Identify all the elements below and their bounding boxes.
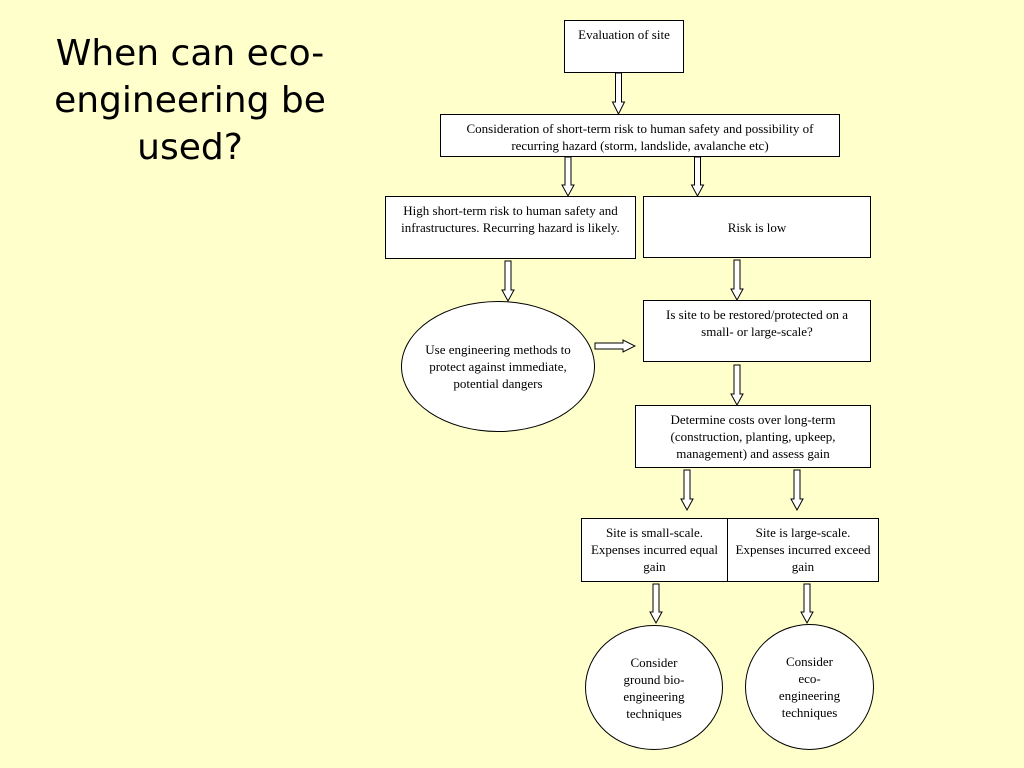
scale-question-text: Is site to be restored/protected on a sm… bbox=[666, 307, 848, 339]
consideration-text: Consideration of short-term risk to huma… bbox=[466, 121, 814, 153]
high-risk-text: High short-term risk to human safety and… bbox=[401, 203, 620, 235]
evaluation-of-site-box: Evaluation of site bbox=[564, 20, 684, 73]
determine-costs-text: Determine costs over long-term (construc… bbox=[670, 412, 836, 461]
use-engineering-text: Use engineering methods to protect again… bbox=[425, 342, 571, 391]
ground-bio-engineering-circle: Consider ground bio-engineering techniqu… bbox=[585, 625, 723, 750]
page-title: When can eco-engineering be used? bbox=[54, 33, 326, 168]
determine-costs-box: Determine costs over long-term (construc… bbox=[635, 405, 871, 468]
arrow-down-icon bbox=[501, 260, 515, 303]
consideration-box: Consideration of short-term risk to huma… bbox=[440, 114, 840, 157]
arrow-right-icon bbox=[594, 339, 637, 353]
evaluation-of-site-text: Evaluation of site bbox=[578, 27, 670, 42]
large-scale-box: Site is large-scale. Expenses incurred e… bbox=[727, 518, 879, 582]
eco-engineering-circle: Consider eco-engineering techniques bbox=[745, 624, 874, 750]
small-scale-box: Site is small-scale. Expenses incurred e… bbox=[581, 518, 728, 582]
scale-question-box: Is site to be restored/protected on a sm… bbox=[643, 300, 871, 362]
arrow-down-icon bbox=[790, 469, 804, 512]
small-scale-text: Site is small-scale. Expenses incurred e… bbox=[590, 525, 719, 574]
arrow-down-icon bbox=[649, 583, 663, 625]
arrow-down-icon bbox=[730, 259, 744, 302]
arrow-down-icon bbox=[800, 583, 814, 625]
arrow-down-icon bbox=[561, 156, 575, 198]
high-risk-box: High short-term risk to human safety and… bbox=[385, 196, 636, 259]
arrow-down-icon bbox=[680, 469, 694, 512]
arrow-down-icon bbox=[690, 156, 705, 198]
low-risk-text: Risk is low bbox=[727, 220, 787, 235]
arrow-down-icon bbox=[730, 364, 744, 407]
use-engineering-ellipse: Use engineering methods to protect again… bbox=[401, 301, 595, 432]
ground-bio-engineering-text: Consider ground bio-engineering techniqu… bbox=[623, 654, 685, 721]
large-scale-text: Site is large-scale. Expenses incurred e… bbox=[735, 525, 871, 574]
arrow-down-icon bbox=[611, 72, 626, 116]
eco-engineering-text: Consider eco-engineering techniques bbox=[778, 654, 841, 720]
low-risk-box: Risk is low bbox=[643, 196, 871, 258]
